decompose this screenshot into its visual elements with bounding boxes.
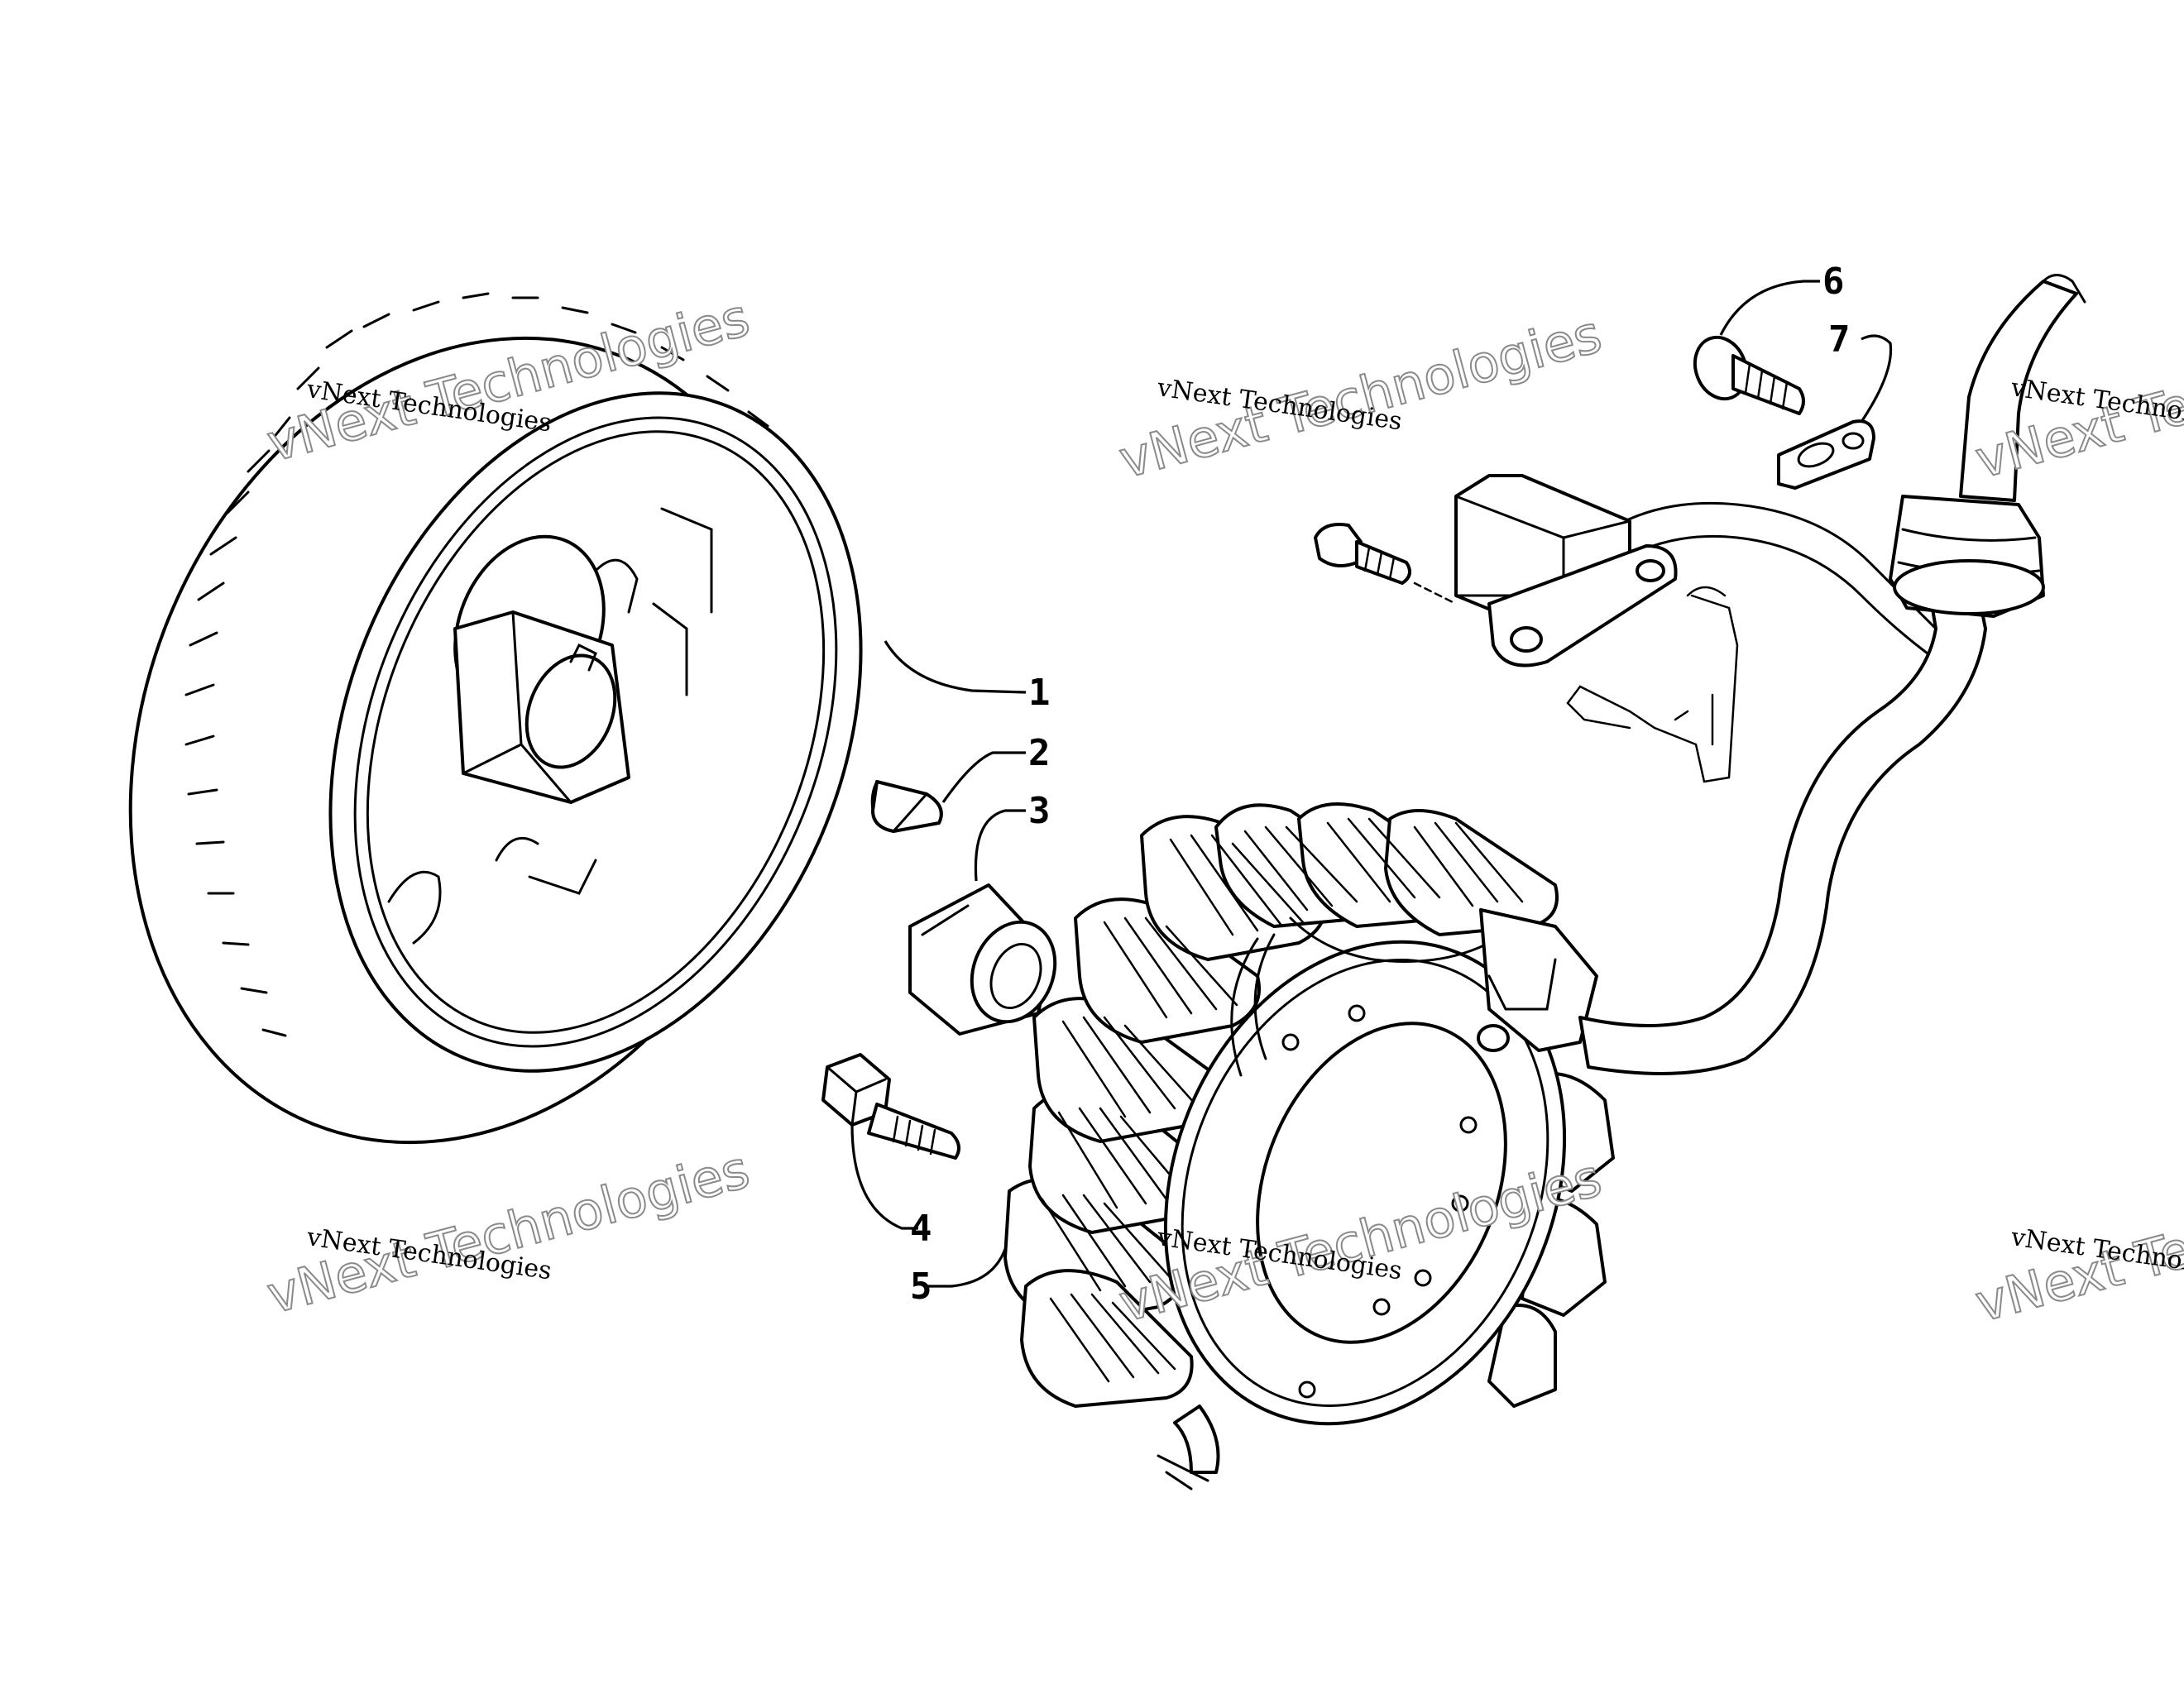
spacer — [908, 883, 1057, 1036]
callout-1: 1 — [1028, 672, 1051, 714]
callout-6: 6 — [1822, 261, 1845, 303]
callout-3: 3 — [1028, 790, 1051, 832]
flywheel-hub — [453, 534, 639, 804]
leader-5 — [927, 1248, 1007, 1288]
leader-7 — [1860, 334, 1893, 423]
leader-1 — [884, 640, 1027, 694]
shim-plate — [1777, 419, 1875, 490]
key — [870, 780, 943, 833]
leader-4 — [850, 1124, 918, 1230]
leader-2 — [941, 751, 1026, 803]
callout-labels: 1 2 3 4 5 6 7 — [910, 261, 1851, 1308]
callout-4: 4 — [910, 1208, 932, 1250]
callout-5: 5 — [910, 1266, 932, 1308]
leader-6 — [1719, 280, 1820, 336]
flange-bolt — [821, 1053, 960, 1160]
flywheel-teeth — [184, 292, 769, 1037]
pickup-coil — [1314, 474, 1739, 783]
stator — [1003, 802, 1615, 1491]
callout-2: 2 — [1028, 732, 1051, 774]
leader-lines — [850, 280, 1893, 1288]
callout-7: 7 — [1828, 318, 1851, 361]
flywheel — [128, 292, 863, 1145]
leader-3 — [974, 809, 1026, 882]
wire-harness — [1578, 274, 2086, 1075]
screw — [1693, 335, 1805, 415]
